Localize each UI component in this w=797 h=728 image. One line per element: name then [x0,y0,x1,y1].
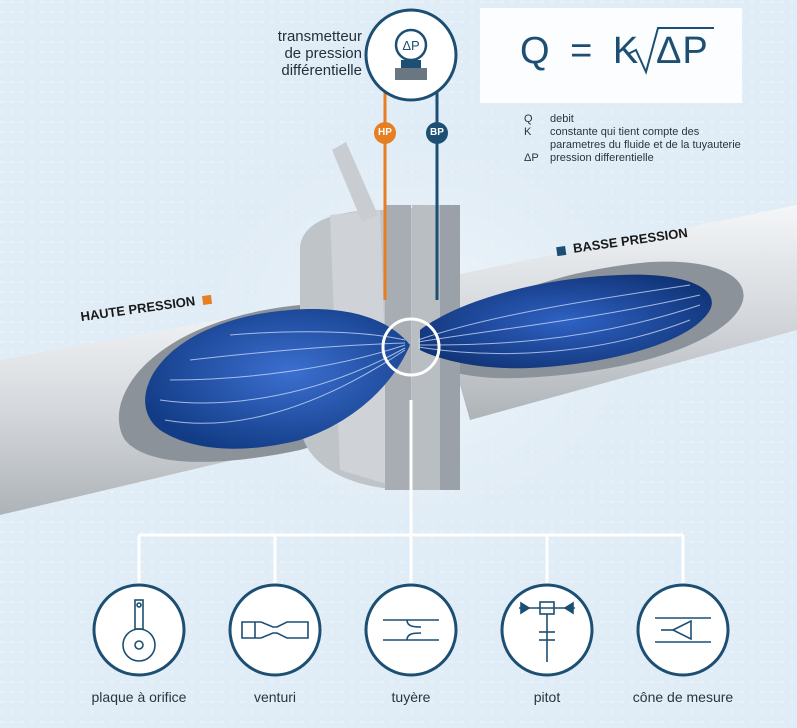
pitot-icon [519,601,575,662]
hp-badge: HP [374,122,396,144]
gauge-text: ΔP [402,38,419,53]
formula: Q = K ΔP [520,27,714,75]
nozzle-icon [383,619,439,641]
legend-sym: Q [524,113,533,125]
flow-downstream [420,274,712,369]
device-name: tuyère [391,689,431,705]
legend-text: parametres du fluide et de la tuyauterie [550,139,741,151]
legend-text: constante qui tient compte des [550,126,700,138]
hp-square-icon [202,294,213,306]
streamline [417,284,691,341]
streamline [417,319,691,355]
legend-text: pression differentielle [550,152,654,164]
formula-box [480,8,742,103]
device-circle [636,583,730,677]
device-circle [228,583,322,677]
legend-sym: K [524,126,532,138]
device-circle [92,583,186,677]
bp-square-icon [556,246,567,257]
device-3 [364,583,458,677]
transmitter-label-line1: transmetteur [277,28,362,45]
cone-meter-icon [655,617,711,643]
transmitter-circle [364,8,458,102]
formula-eq: = [570,30,594,72]
streamline [229,331,406,341]
streamline [164,349,406,424]
streamline [169,344,406,381]
transmitter-label-line2: de pression [284,45,362,62]
device-name: venturi [253,689,297,705]
device-1 [92,583,186,677]
orifice-plate-icon [122,599,156,662]
formula-dp: ΔP [656,30,709,72]
orifice-highlight [381,317,441,377]
device-name: cône de mesure [632,689,734,705]
streamline [417,304,701,346]
device-2 [228,583,322,677]
device-5 [636,583,730,677]
legend-sym: ΔP [524,152,539,164]
plate-handle [332,142,378,222]
sqrt-icon [628,27,714,75]
device-name: pitot [533,689,561,705]
streamline [159,347,406,404]
streamline [417,294,701,343]
formula-q: Q [520,30,551,72]
transmitter-label-line3: différentielle [281,62,362,79]
streamline [189,342,406,361]
legend-text: debit [550,113,574,125]
device-4 [500,583,594,677]
flow-upstream [145,309,410,449]
device-name: plaque à orifice [91,689,187,705]
venturi-icon [241,621,309,639]
transmitter-label: transmetteur de pression différentielle [240,28,362,79]
bp-badge: BP [426,122,448,144]
device-circle [364,583,458,677]
legend-sym [524,139,550,152]
